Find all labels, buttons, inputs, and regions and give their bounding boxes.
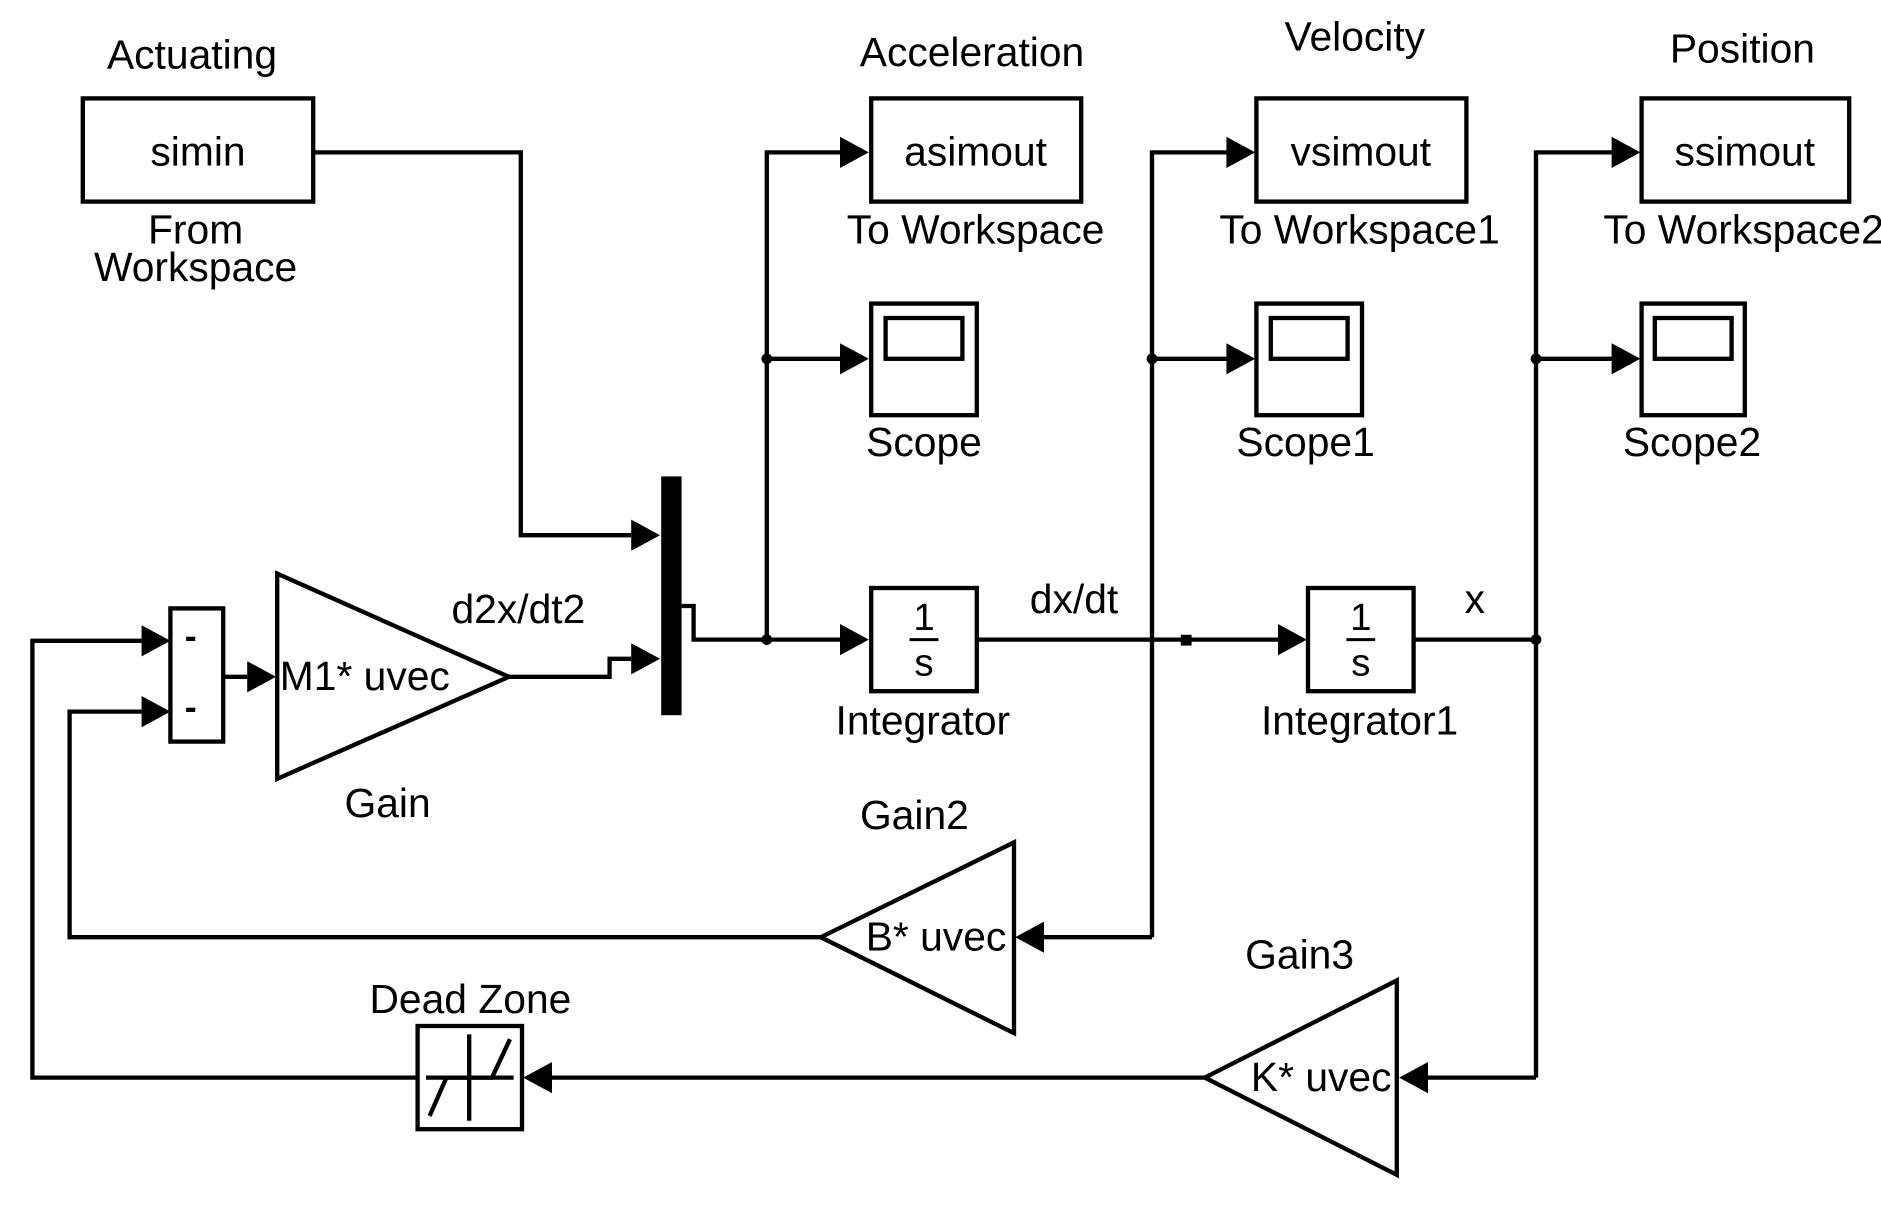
arrowhead <box>840 136 869 168</box>
dead-zone-block[interactable] <box>415 1023 525 1132</box>
gain3-name: Gain3 <box>1245 931 1354 977</box>
sum-sign-1: - <box>185 615 197 656</box>
scope2-block[interactable] <box>1639 301 1747 418</box>
wire-gain-to-mux <box>508 656 632 679</box>
gain3-expression: K* uvec <box>1251 1054 1392 1100</box>
junction-dot <box>1530 353 1542 365</box>
junction-dot <box>1146 353 1158 365</box>
arrowhead <box>1226 136 1256 168</box>
arrowhead <box>523 1062 552 1094</box>
to-workspace2-block[interactable]: ssimout <box>1639 96 1852 204</box>
dead-zone-name: Dead Zone <box>369 976 571 1022</box>
arrowhead <box>631 643 660 675</box>
scope-block[interactable] <box>869 301 979 418</box>
to-workspace2-name: To Workspace2 <box>1603 207 1881 253</box>
arrowhead <box>1226 343 1256 375</box>
wire-accel-vertical <box>764 150 841 640</box>
header-position: Position <box>1670 25 1815 71</box>
wire-simin-to-mux <box>314 150 632 538</box>
arrowhead <box>1399 1062 1428 1094</box>
gain2-block[interactable]: B* uvec <box>815 838 1017 1037</box>
signal-position-label: x <box>1465 576 1485 622</box>
wire-pos-branch <box>1533 150 1612 1078</box>
from-workspace-param: simin <box>150 129 245 175</box>
junction-dot <box>761 634 773 645</box>
gain2-name: Gain2 <box>860 792 969 838</box>
mux-block[interactable] <box>661 476 682 716</box>
gain3-block[interactable]: K* uvec <box>1200 976 1399 1179</box>
gain-block[interactable]: M1* uvec <box>275 570 515 783</box>
sum-sign-2: - <box>185 686 197 727</box>
sum-block[interactable]: - - <box>168 606 226 744</box>
arrowhead <box>631 519 660 551</box>
to-workspace-param: asimout <box>904 129 1048 175</box>
arrowhead <box>1611 343 1641 375</box>
to-workspace1-name: To Workspace1 <box>1219 207 1499 253</box>
junction-dot <box>1530 634 1542 645</box>
to-workspace1-block[interactable]: vsimout <box>1254 96 1469 204</box>
signal-velocity-label: dx/dt <box>1030 576 1119 622</box>
arrowhead <box>1611 136 1641 168</box>
header-velocity: Velocity <box>1284 13 1425 59</box>
scope-name: Scope <box>866 419 982 465</box>
to-workspace2-param: ssimout <box>1675 129 1816 175</box>
header-actuating: Actuating <box>107 31 277 77</box>
wire-vel-branch <box>1149 150 1227 938</box>
integrator1-numerator: 1 <box>1350 596 1371 639</box>
arrowhead <box>1015 921 1044 953</box>
arrowhead <box>1278 624 1307 656</box>
scope1-name: Scope1 <box>1236 419 1374 465</box>
integrator-denominator: s <box>914 642 933 685</box>
to-workspace-block[interactable]: asimout <box>869 96 1084 204</box>
wire-mux-out <box>681 603 767 642</box>
wire-gain2-sum <box>67 709 821 940</box>
arrowhead <box>840 343 869 375</box>
arrowhead <box>141 696 171 728</box>
header-acceleration: Acceleration <box>860 29 1085 75</box>
from-workspace-block[interactable]: simin <box>80 96 316 204</box>
integrator-numerator: 1 <box>913 596 934 639</box>
junction-dot <box>761 353 773 365</box>
gain-expression: M1* uvec <box>280 653 450 699</box>
scope2-name: Scope2 <box>1623 419 1761 465</box>
to-workspace-name: To Workspace <box>847 207 1105 253</box>
to-workspace1-param: vsimout <box>1291 129 1432 175</box>
arrowhead <box>141 625 171 657</box>
from-workspace-name-1: From <box>148 207 243 253</box>
integrator1-block[interactable]: 1 s <box>1305 585 1416 694</box>
scope1-block[interactable] <box>1254 301 1365 418</box>
wire-deadzone-sum <box>30 638 418 1080</box>
arrowhead <box>840 624 869 656</box>
integrator-block[interactable]: 1 s <box>869 585 979 694</box>
arrowhead <box>247 661 276 693</box>
integrator-name: Integrator <box>835 697 1010 743</box>
gain2-expression: B* uvec <box>866 913 1007 959</box>
integrator1-name: Integrator1 <box>1261 697 1458 743</box>
signal-accel-label: d2x/dt2 <box>451 586 585 632</box>
junction-square <box>1180 634 1192 646</box>
from-workspace-name-2: Workspace <box>94 244 297 290</box>
integrator1-denominator: s <box>1351 642 1370 685</box>
gain-name: Gain <box>345 780 431 826</box>
